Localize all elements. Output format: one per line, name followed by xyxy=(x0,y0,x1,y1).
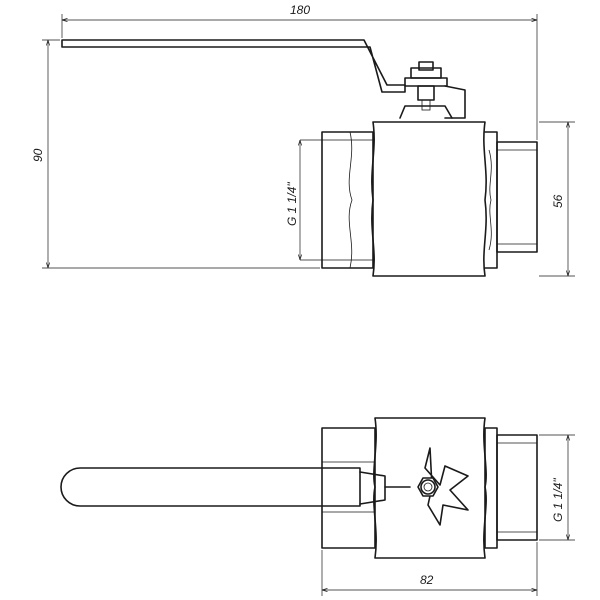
stop-wing xyxy=(424,447,469,526)
dim-body-height: 56 xyxy=(551,194,565,208)
lever-handle xyxy=(61,39,406,93)
dim-overall-length: 180 xyxy=(290,3,310,17)
plan-view: G 1 1/4" 82 xyxy=(60,417,575,596)
lever-grip xyxy=(60,467,361,507)
valve-body xyxy=(371,121,487,277)
left-end xyxy=(321,131,374,269)
thread-label-top: G 1 1/4" xyxy=(285,182,299,226)
thread-label-bottom: G 1 1/4" xyxy=(551,478,565,522)
right-end-plan xyxy=(496,434,538,541)
dim-overall-height: 90 xyxy=(31,148,45,162)
left-end-plan xyxy=(321,427,376,549)
dim-body-length: 82 xyxy=(420,573,434,587)
side-view: 180 90 56 G 1 1/4" xyxy=(31,3,575,277)
